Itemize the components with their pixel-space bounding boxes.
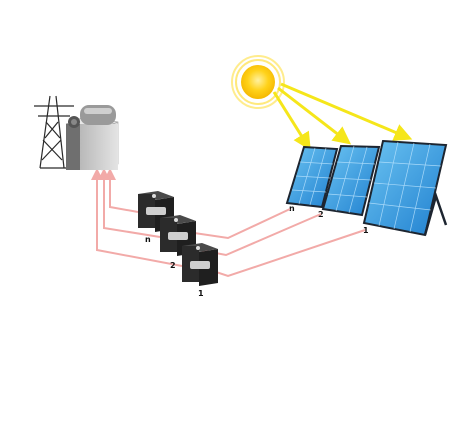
sun-rays [272, 82, 413, 151]
inverter-2 [160, 215, 196, 256]
inverter-label-n: n [145, 235, 151, 244]
sun [231, 55, 285, 109]
transformer [65, 105, 119, 171]
solar-panel-n [285, 145, 339, 209]
panel-stand [423, 191, 448, 236]
transmission-tower-icon [34, 95, 74, 169]
inverter-label-1: 1 [198, 289, 204, 298]
inverter-1 [182, 243, 218, 286]
inverter-label-2: 2 [170, 261, 176, 270]
solar-panel-1 [362, 139, 448, 237]
panel-label-1: 1 [363, 226, 369, 235]
solar-panel-2 [321, 144, 381, 217]
panel-label-n: n [289, 204, 295, 213]
ac-wires [91, 168, 183, 267]
